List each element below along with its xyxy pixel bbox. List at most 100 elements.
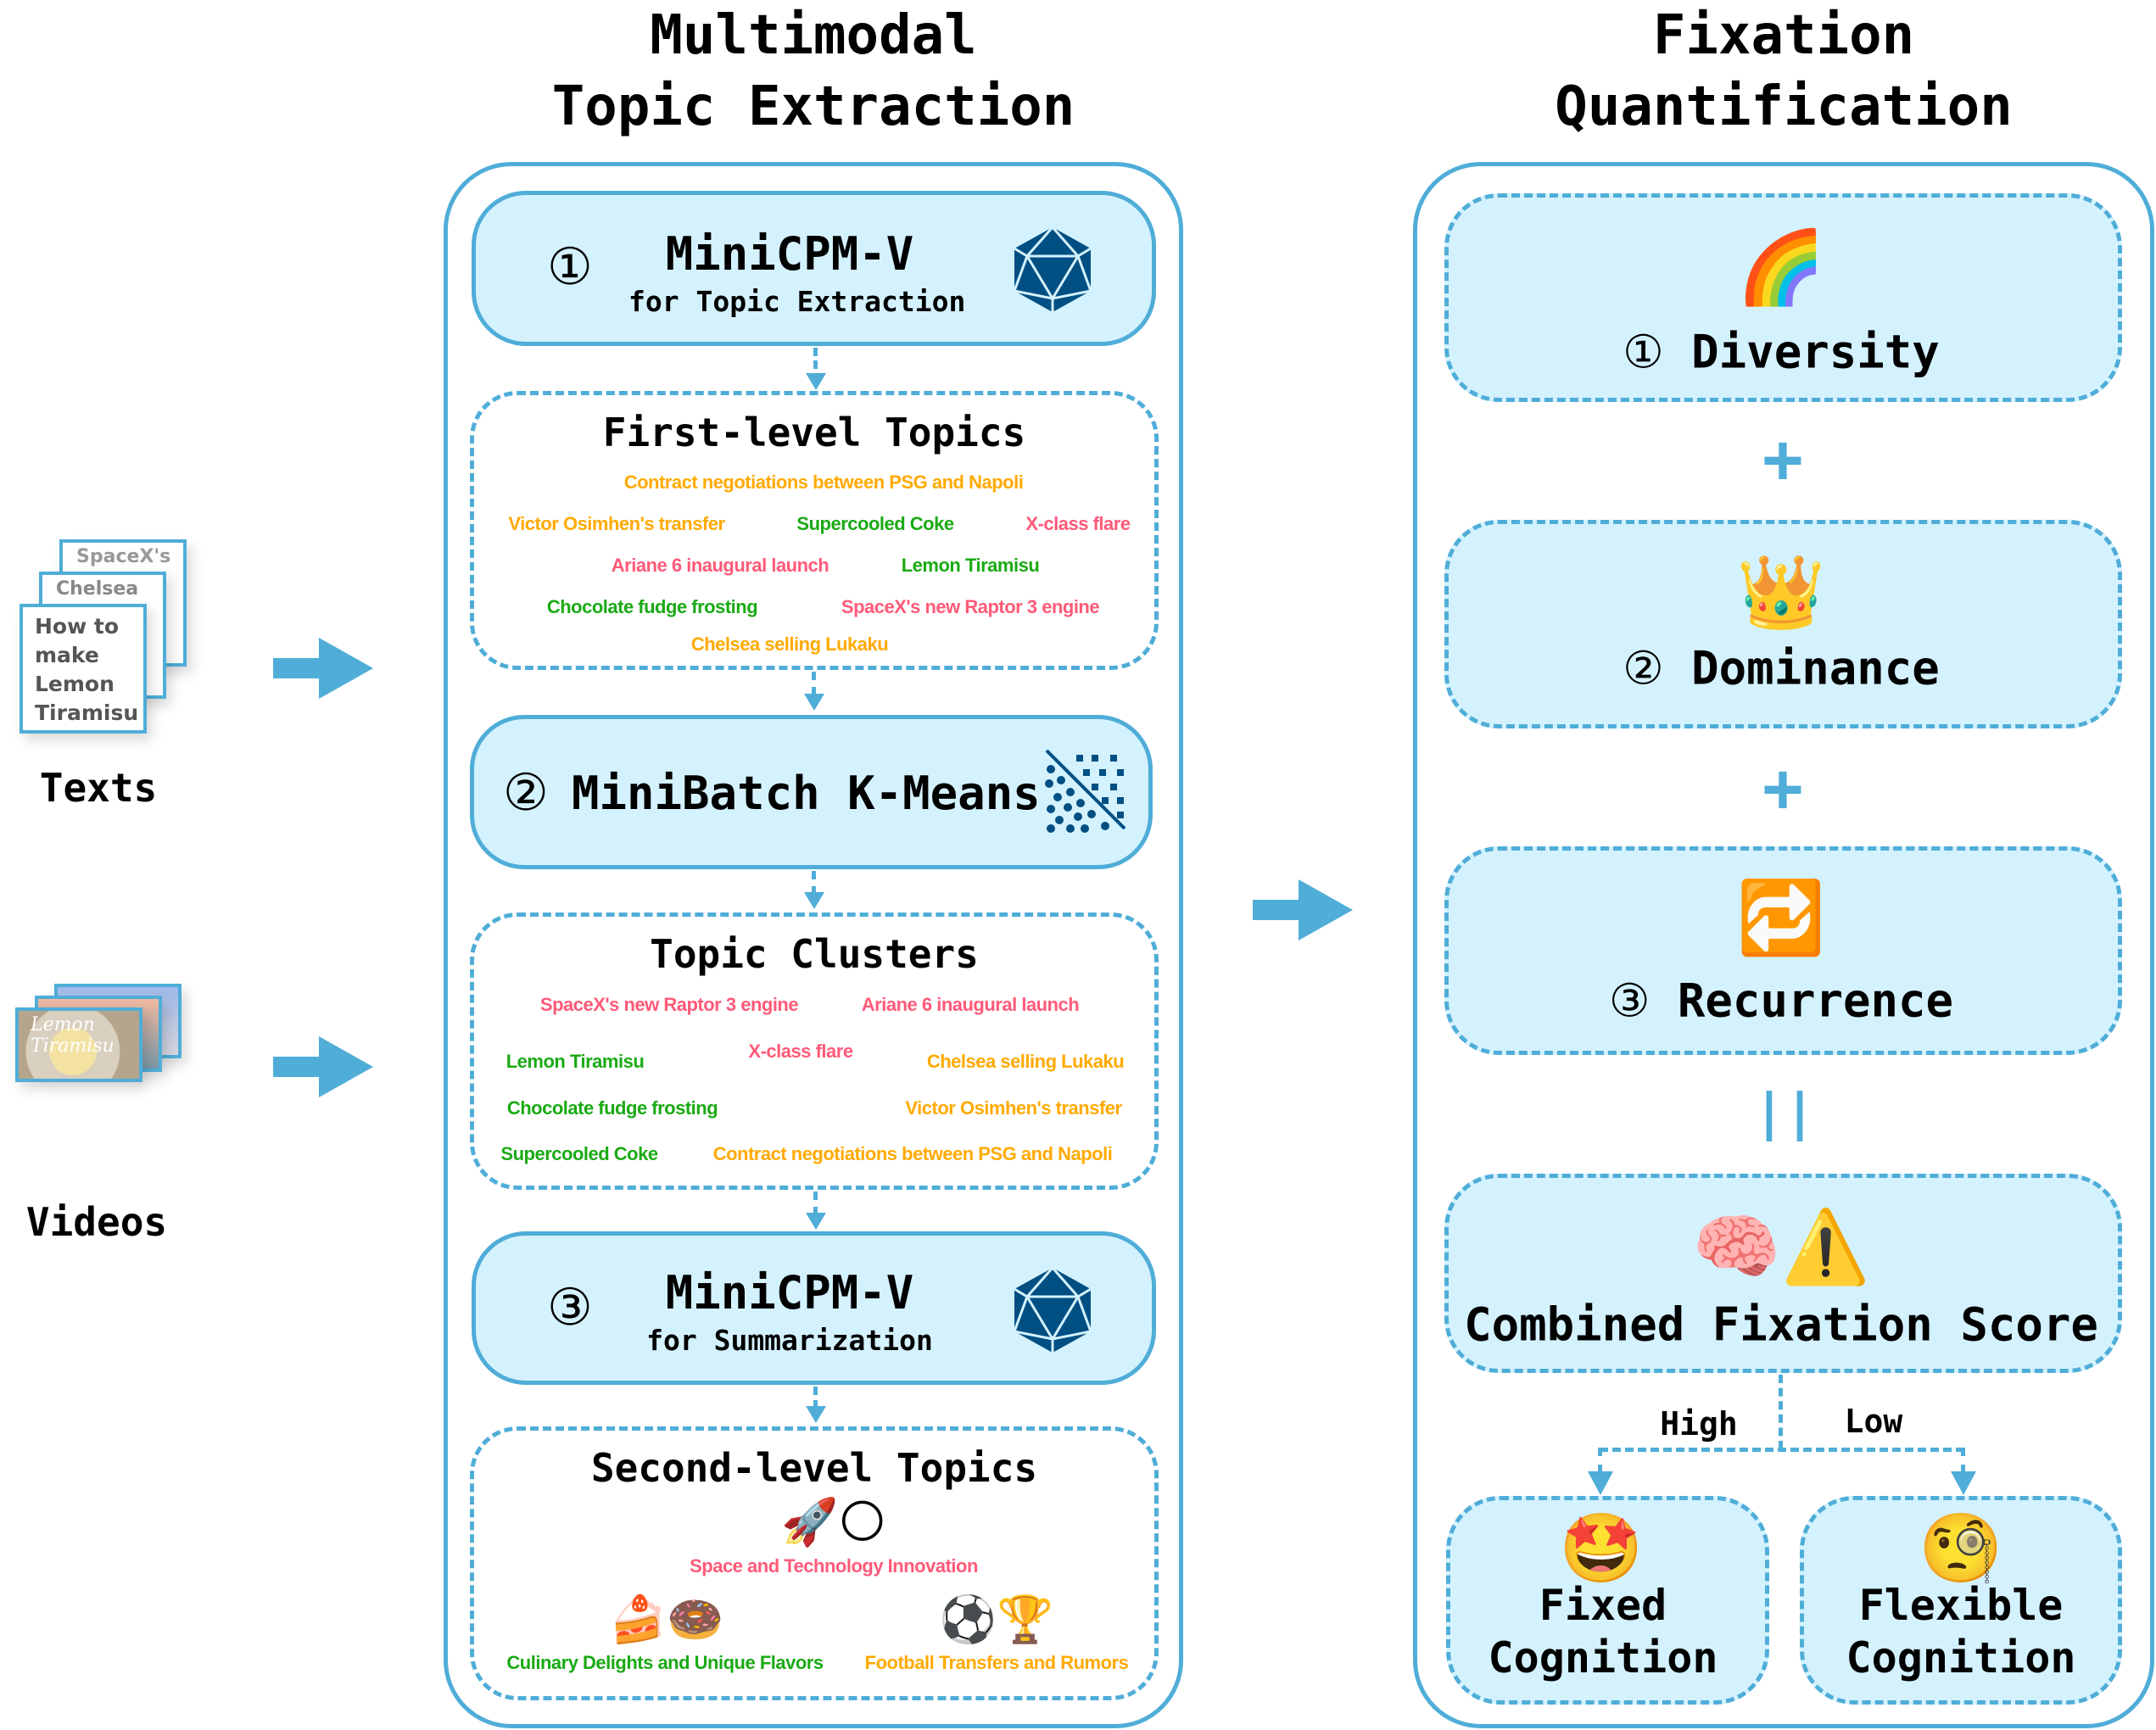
first-level-topics-box: [470, 391, 1159, 670]
step1-minicpm-box: ① MiniCPM-V for Topic Extraction: [472, 191, 1156, 346]
metric-label: Dominance: [1691, 641, 1940, 695]
topic-label: SpaceX's new Raptor 3 engine: [841, 596, 1100, 617]
arrow-down-icon: [806, 1213, 826, 1230]
plus-sign: +: [1762, 748, 1804, 828]
plus-sign: +: [1762, 419, 1804, 499]
title-line: Topic Extraction: [551, 75, 1075, 138]
rocket-moon-icon: 🚀🌕: [781, 1495, 886, 1549]
fixation-quantification-panel: [1413, 162, 2154, 1728]
dominance-box: [1444, 520, 2122, 728]
connector-line: [1598, 1448, 1602, 1473]
topic-label: SpaceX's new Raptor 3 engine: [539, 994, 799, 1015]
connector-line: [813, 1387, 818, 1409]
connector-line: [813, 1191, 818, 1215]
diversity-box: [1444, 193, 2122, 402]
metric-number: ②: [1623, 641, 1664, 695]
combined-score-label: Combined Fixation Score: [1464, 1298, 2098, 1352]
section-title: First-level Topics: [602, 410, 1026, 455]
connector-line: [1779, 1375, 1783, 1449]
videos-label: Videos: [25, 1199, 168, 1245]
step-title: MiniBatch K-Means: [572, 767, 1041, 820]
topic-label: Contract negotiations between PSG and Na…: [712, 1143, 1113, 1164]
topic-label: Football Transfers and Rumors: [864, 1652, 1129, 1673]
star-struck-icon: 🤩: [1559, 1509, 1644, 1588]
connector-line: [812, 871, 816, 895]
fixed-cognition-box: [1446, 1496, 1769, 1705]
arrow-down-icon: [804, 694, 824, 711]
combined-score-box: [1444, 1174, 2122, 1373]
connector-line: [813, 348, 818, 382]
recurrence-label: ③ Recurrence: [1609, 974, 1953, 1028]
monocle-face-icon: 🧐: [1919, 1509, 2003, 1588]
step-number: ③: [547, 1278, 593, 1337]
soccer-trophy-icon: ⚽🏆: [939, 1593, 1054, 1646]
topic-label: Supercooled Coke: [500, 1143, 658, 1164]
topic-label: Chocolate fudge frosting: [546, 596, 758, 617]
topic-label: Contract negotiations between PSG and Na…: [623, 472, 1024, 493]
title-line: Quantification: [1555, 75, 2013, 138]
video-frame-front: Lemon Tiramisu: [15, 1007, 142, 1082]
metric-number: ③: [1608, 974, 1651, 1028]
label-line: Fixed: [1539, 1581, 1667, 1630]
label-line: Cognition: [1488, 1633, 1718, 1683]
step3-minicpm-box: ③ MiniCPM-V for Summarization: [472, 1231, 1156, 1385]
topic-label: Chelsea selling Lukaku: [926, 1051, 1125, 1072]
label-line: Cognition: [1846, 1633, 2076, 1683]
right-title: Fixation Quantification: [1413, 0, 2154, 142]
dominance-label: ② Dominance: [1623, 642, 1940, 695]
topic-label: Culinary Delights and Unique Flavors: [506, 1652, 824, 1673]
equals-sign: ||: [1753, 1083, 1816, 1142]
title-line: Multimodal: [650, 4, 977, 67]
step-subtitle: for Summarization: [646, 1324, 933, 1357]
arrow-right-icon: [273, 1036, 373, 1097]
topic-label: Ariane 6 inaugural launch: [611, 555, 829, 576]
recurrence-box: [1444, 846, 2122, 1055]
topic-label: Chelsea selling Lukaku: [690, 633, 889, 655]
topic-label: Space and Technology Innovation: [690, 1555, 978, 1577]
step-title: MiniCPM-V: [665, 227, 914, 281]
step-number: ②: [503, 763, 549, 823]
connector-line: [812, 672, 816, 695]
topic-label: Supercooled Coke: [796, 513, 954, 534]
connector-line: [1961, 1448, 1965, 1473]
metric-label: Diversity: [1691, 325, 1940, 379]
rainbow-icon: 🌈: [1736, 226, 1826, 309]
flexible-cognition-box: [1800, 1496, 2122, 1705]
topic-label: Victor Osimhen's transfer: [508, 513, 725, 534]
arrow-down-icon: [804, 892, 824, 909]
topic-extraction-panel: [444, 162, 1183, 1728]
icosahedron-icon: [1013, 1266, 1092, 1353]
topic-label: X-class flare: [1025, 513, 1131, 534]
topic-label: Lemon Tiramisu: [901, 555, 1040, 576]
step-number: ①: [547, 237, 593, 297]
icosahedron-icon: [1013, 226, 1092, 312]
topic-label: Victor Osimhen's transfer: [905, 1097, 1122, 1119]
arrow-right-icon: [1253, 879, 1353, 940]
text-card-front: How to make Lemon Tiramisu: [20, 604, 147, 734]
topic-label: Chocolate fudge frosting: [506, 1097, 718, 1119]
arrow-down-icon: [806, 373, 826, 390]
topic-label: X-class flare: [748, 1041, 853, 1062]
arrow-down-icon: [1951, 1471, 1976, 1495]
branch-line: [1600, 1448, 1964, 1452]
metric-label: Recurrence: [1677, 974, 1954, 1028]
high-label: High: [1660, 1405, 1738, 1443]
arrow-down-icon: [806, 1406, 826, 1423]
topic-label: Lemon Tiramisu: [505, 1051, 645, 1072]
topic-clusters-box: [470, 912, 1159, 1190]
step-subtitle: for Topic Extraction: [628, 285, 966, 318]
texts-label: Texts: [39, 765, 158, 811]
second-level-topics-box: [470, 1426, 1159, 1700]
brain-warning-icon: 🧠⚠️: [1692, 1205, 1870, 1288]
middle-title: Multimodal Topic Extraction: [444, 0, 1183, 142]
topic-label: Ariane 6 inaugural launch: [861, 994, 1080, 1015]
low-label: Low: [1844, 1403, 1903, 1440]
repeat-icon: 🔁: [1736, 876, 1826, 959]
label-line: Flexible: [1858, 1581, 2064, 1630]
section-title: Second-level Topics: [590, 1445, 1038, 1491]
diversity-label: ① Diversity: [1623, 326, 1940, 379]
cake-donut-icon: 🍰🍩: [609, 1593, 724, 1646]
step2-kmeans-box: ② MiniBatch K-Means: [470, 715, 1153, 869]
